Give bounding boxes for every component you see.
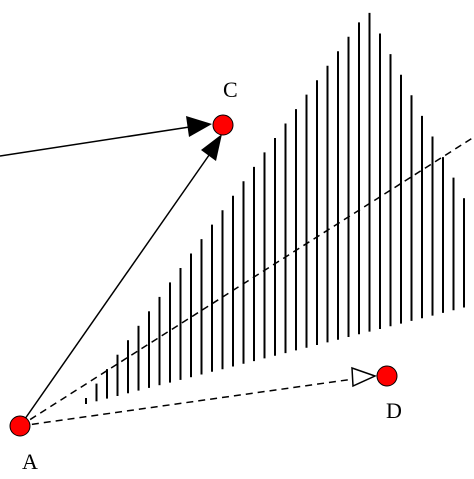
dashed-center-line: [19, 136, 474, 427]
point-a: [9, 415, 31, 437]
label-c: C: [223, 77, 238, 102]
dashed-vector-a-to-d: [19, 375, 376, 427]
hatched-cone-region: [85, 12, 465, 404]
label-d: D: [386, 398, 402, 423]
vector-left-to-c: [0, 125, 197, 157]
point-c: [212, 114, 234, 136]
vector-a-to-c: [19, 147, 215, 427]
arrowhead-a-to-c: [201, 134, 222, 161]
label-a: A: [22, 449, 38, 474]
point-d: [376, 365, 398, 387]
arrowhead-left-to-c: [186, 116, 212, 137]
open-arrowhead-d: [351, 366, 378, 388]
